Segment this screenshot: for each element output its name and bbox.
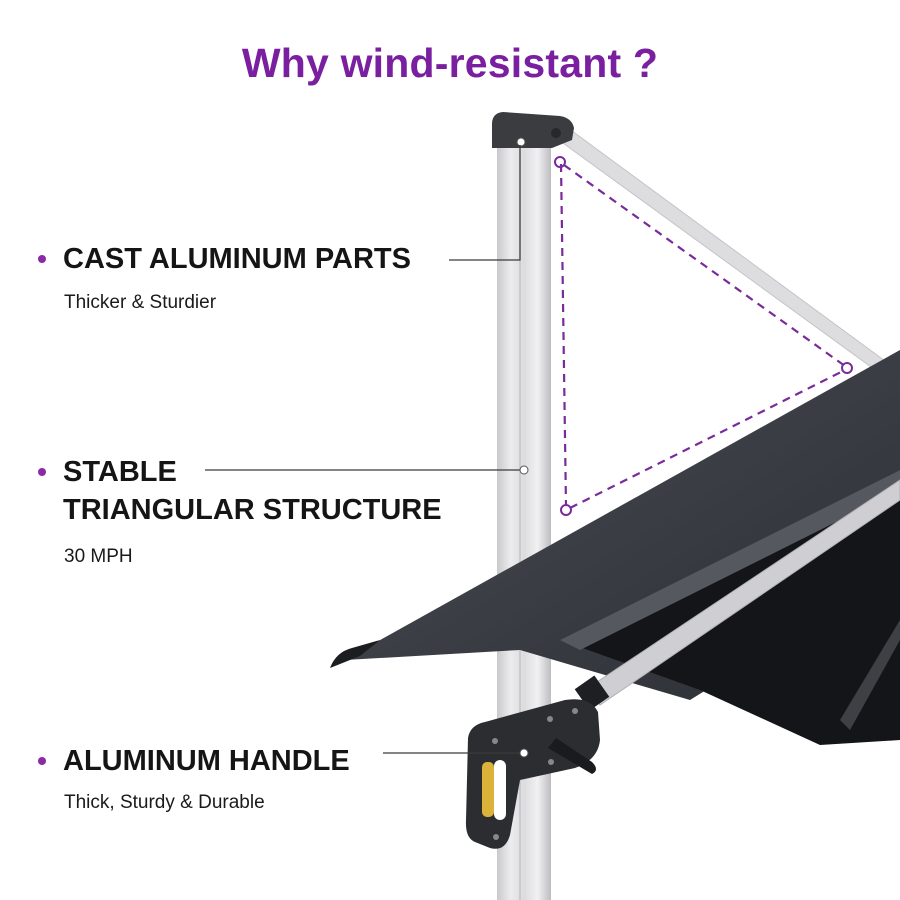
feature-heading: CAST ALUMINUM PARTS [63, 243, 411, 275]
top-bracket-icon [492, 112, 574, 148]
feature-subtext: Thicker & Sturdier [64, 292, 217, 313]
page-title: Why wind-resistant ? [241, 40, 659, 86]
callout-lines [205, 145, 521, 754]
feature-heading: ALUMINUM HANDLE [63, 745, 350, 777]
feature-subtext: Thick, Sturdy & Durable [64, 792, 265, 813]
feature-subtext: 30 MPH [64, 546, 133, 567]
bullet-icon [38, 255, 46, 263]
triangle-structure-icon [559, 163, 846, 509]
bullet-icon [38, 757, 46, 765]
crank-handle-icon [465, 699, 600, 849]
bullet-icon [38, 468, 46, 476]
upper-arm [555, 127, 900, 389]
feature-heading-line-1: STABLE [63, 456, 177, 488]
feature-heading-line-2: TRIANGULAR STRUCTURE [63, 494, 442, 526]
